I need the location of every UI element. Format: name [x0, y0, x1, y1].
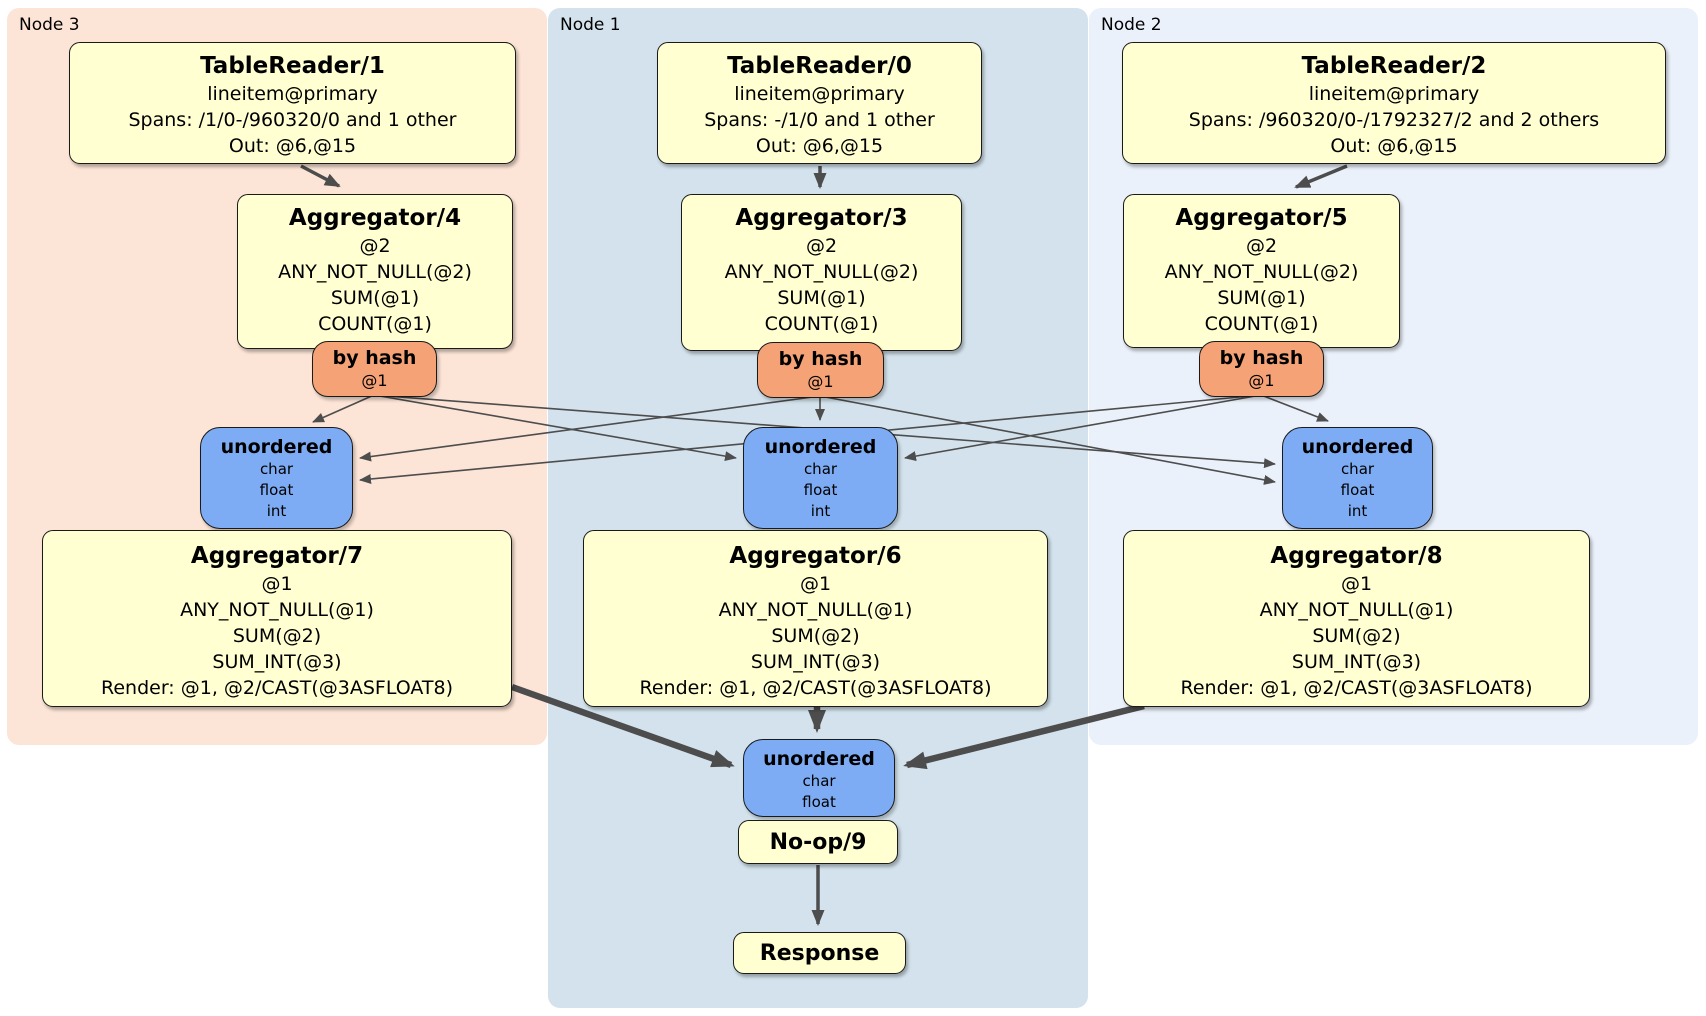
- box-line: ANY_NOT_NULL(@1): [180, 599, 374, 621]
- box-title: Aggregator/7: [190, 543, 364, 569]
- tablereader-2-box: TableReader/2 lineitem@primary Spans: /9…: [1122, 42, 1666, 164]
- box-title: Aggregator/3: [735, 205, 908, 231]
- aggregator-8-box: Aggregator/8 @1 ANY_NOT_NULL(@1) SUM(@2)…: [1123, 530, 1590, 707]
- box-line: Spans: -/1/0 and 1 other: [704, 109, 935, 131]
- box-line: SUM_INT(@3): [750, 651, 881, 673]
- box-line: lineitem@primary: [734, 83, 905, 105]
- sync-stream: int: [810, 502, 831, 520]
- box-line: SUM_INT(@3): [1291, 651, 1422, 673]
- sync-title: unordered: [220, 436, 333, 458]
- box-line: ANY_NOT_NULL(@1): [718, 599, 913, 621]
- sync-title: unordered: [1301, 436, 1414, 458]
- box-line: SUM(@1): [330, 287, 420, 309]
- box-line: Spans: /960320/0-/1792327/2 and 2 others: [1188, 109, 1600, 131]
- sync-stream: float: [1340, 481, 1375, 499]
- box-line: SUM(@1): [1217, 287, 1306, 309]
- sync-stream: int: [266, 502, 287, 520]
- box-title: Response: [759, 940, 880, 966]
- hash-router-node2: by hash @1: [1199, 341, 1324, 397]
- noop-box: No-op/9: [738, 820, 898, 864]
- box-line: @1: [261, 573, 293, 595]
- unordered-sync-final: unordered char float: [743, 739, 895, 817]
- unordered-sync-node2: unordered char float int: [1282, 427, 1433, 529]
- sync-stream: float: [802, 793, 836, 811]
- router-key: @1: [361, 371, 388, 390]
- aggregator-7-box: Aggregator/7 @1 ANY_NOT_NULL(@1) SUM(@2)…: [42, 530, 512, 707]
- box-line: ANY_NOT_NULL(@1): [1259, 599, 1454, 621]
- box-line: ANY_NOT_NULL(@2): [724, 261, 919, 283]
- unordered-sync-node1: unordered char float int: [743, 427, 898, 529]
- router-key: @1: [1248, 371, 1275, 390]
- box-title: Aggregator/4: [288, 205, 462, 231]
- box-line: ANY_NOT_NULL(@2): [278, 261, 472, 283]
- hash-router-node1: by hash @1: [757, 342, 884, 398]
- router-title: by hash: [1219, 347, 1304, 369]
- box-title: Aggregator/5: [1175, 205, 1348, 231]
- box-title: TableReader/1: [200, 53, 385, 79]
- aggregator-5-box: Aggregator/5 @2 ANY_NOT_NULL(@2) SUM(@1)…: [1123, 194, 1400, 348]
- box-line: Render: @1, @2/CAST(@3ASFLOAT8): [1180, 677, 1533, 699]
- box-title: No-op/9: [769, 829, 867, 855]
- box-title: Aggregator/6: [729, 543, 902, 569]
- box-line: SUM(@2): [771, 625, 860, 647]
- box-line: @2: [1245, 235, 1278, 257]
- box-line: @1: [1340, 573, 1373, 595]
- aggregator-6-box: Aggregator/6 @1 ANY_NOT_NULL(@1) SUM(@2)…: [583, 530, 1048, 707]
- box-line: @2: [359, 235, 391, 257]
- sync-stream: float: [803, 481, 838, 499]
- box-line: COUNT(@1): [1204, 313, 1319, 335]
- sync-stream: char: [802, 772, 836, 790]
- aggregator-3-box: Aggregator/3 @2 ANY_NOT_NULL(@2) SUM(@1)…: [681, 194, 962, 351]
- box-line: ANY_NOT_NULL(@2): [1164, 261, 1359, 283]
- sync-title: unordered: [763, 748, 875, 770]
- box-line: SUM(@2): [1312, 625, 1401, 647]
- node1-label: Node 1: [560, 15, 621, 35]
- box-line: SUM(@2): [232, 625, 322, 647]
- node2-label: Node 2: [1101, 15, 1162, 35]
- box-line: SUM_INT(@3): [212, 651, 342, 673]
- sync-stream: int: [1347, 502, 1368, 520]
- box-line: Render: @1, @2/CAST(@3ASFLOAT8): [101, 677, 453, 699]
- box-line: Out: @6,@15: [755, 135, 884, 157]
- router-title: by hash: [778, 348, 863, 370]
- tablereader-1-box: TableReader/1 lineitem@primary Spans: /1…: [69, 42, 516, 164]
- sync-stream: char: [803, 460, 838, 478]
- box-line: Out: @6,@15: [1330, 135, 1458, 157]
- sync-title: unordered: [764, 436, 877, 458]
- tablereader-0-box: TableReader/0 lineitem@primary Spans: -/…: [657, 42, 982, 164]
- unordered-sync-node3: unordered char float int: [200, 427, 353, 529]
- box-line: COUNT(@1): [764, 313, 879, 335]
- box-line: lineitem@primary: [1308, 83, 1480, 105]
- router-title: by hash: [332, 347, 417, 369]
- node3-label: Node 3: [19, 15, 80, 35]
- box-line: lineitem@primary: [207, 83, 378, 105]
- sync-stream: char: [1340, 460, 1375, 478]
- box-title: TableReader/0: [727, 53, 912, 79]
- box-line: Out: @6,@15: [228, 135, 357, 157]
- aggregator-4-box: Aggregator/4 @2 ANY_NOT_NULL(@2) SUM(@1)…: [237, 194, 513, 349]
- box-line: @1: [799, 573, 832, 595]
- hash-router-node3: by hash @1: [312, 341, 437, 397]
- box-line: @2: [805, 235, 838, 257]
- box-line: Spans: /1/0-/960320/0 and 1 other: [128, 109, 457, 131]
- router-key: @1: [807, 372, 834, 391]
- box-line: COUNT(@1): [318, 313, 432, 335]
- box-line: SUM(@1): [777, 287, 866, 309]
- box-line: Render: @1, @2/CAST(@3ASFLOAT8): [639, 677, 992, 699]
- response-box: Response: [733, 932, 906, 974]
- box-title: TableReader/2: [1301, 53, 1487, 79]
- box-title: Aggregator/8: [1270, 543, 1443, 569]
- sync-stream: char: [259, 460, 294, 478]
- sync-stream: float: [259, 481, 294, 499]
